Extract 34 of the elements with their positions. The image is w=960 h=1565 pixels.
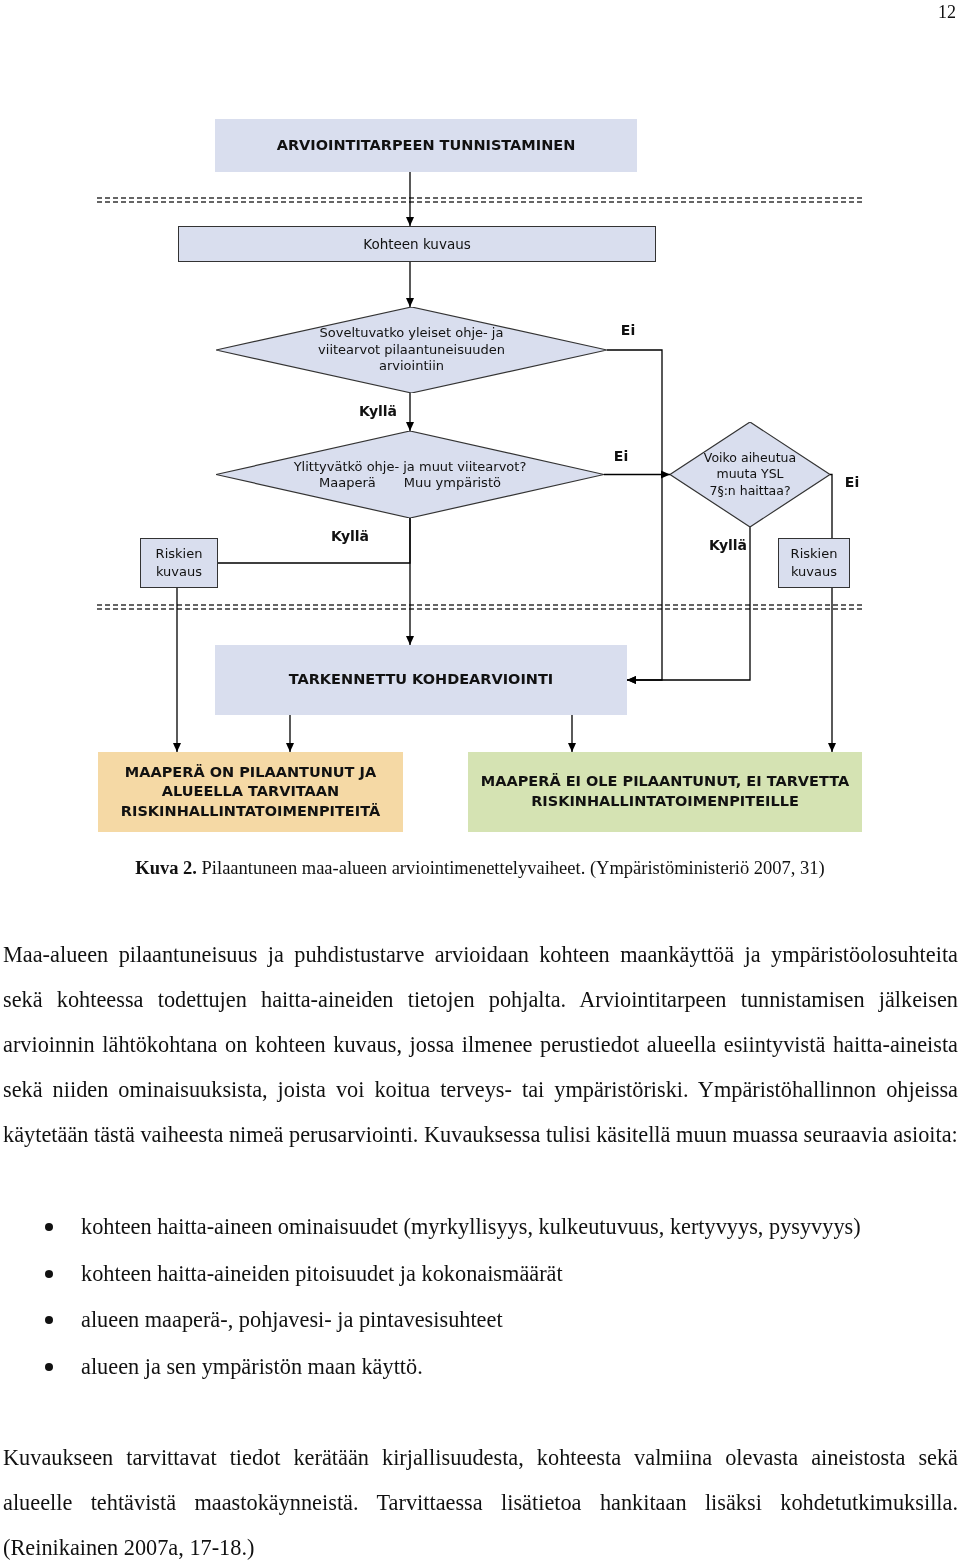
question-text: Soveltuvatko yleiset ohje- ja viitearvot pilaantuneisuuden arviointiin (317, 324, 506, 376)
question-text: Voiko aiheutua muuta YSL 7§:n haittaa? (702, 450, 798, 499)
process-box: MAAPERÄ ON PILAANTUNUT JA ALUEELLA TARVITAAN RISKINHALLINTATOIMENPITEITÄ (98, 752, 403, 832)
arrow (406, 261, 414, 308)
option-text: Muu ympäristö (403, 475, 501, 491)
process-box: Riskien kuvaus (778, 538, 850, 588)
arrow (828, 587, 836, 753)
arrow (406, 171, 414, 227)
bullet-text: kohteen haitta-aineiden pitoisuudet ja kokonaismäärät (81, 1259, 564, 1288)
arrow (568, 714, 576, 753)
decision-diamond (670, 422, 830, 527)
arrow (406, 392, 414, 432)
arrow (603, 470, 671, 479)
decision-diamond (216, 431, 604, 518)
arrow (173, 587, 181, 753)
process-box: TARKENNETTU KOHDEARVIOINTI (215, 645, 627, 715)
bullet-text: alueen ja sen ympäristön maan käyttö. (81, 1352, 424, 1381)
figure-caption: Kuva 2. Pilaantuneen maa-alueen arviointimenettelyvaiheet. (Ympäristöministeriö 2007, 31) (134, 858, 826, 879)
arrow (626, 526, 751, 684)
option-text: Maaperä (319, 475, 376, 491)
process-box: Kohteen kuvaus (178, 226, 656, 262)
process-box: ARVIOINTITARPEEN TUNNISTAMINEN (215, 119, 637, 172)
question-text: Ylittyvätkö ohje- ja muut viitearvot? (292, 458, 528, 476)
connector-line (217, 517, 411, 564)
page-number: 12 (938, 2, 956, 23)
bullet-text: alueen maaperä-, pohjavesi- ja pintavesisuhteet (81, 1306, 504, 1334)
bullet-text: kohteen haitta-aineen ominaisuudet (myrkyllisyys, kulkeutuvuus, kertyvyys, pysyvyys) (81, 1213, 862, 1241)
arrow (286, 714, 294, 753)
process-box: MAAPERÄ EI OLE PILAANTUNUT, EI TARVETTA RISKINHALLINTATOIMENPITEILLE (468, 752, 862, 832)
connector-line (829, 473, 833, 539)
process-box: Riskien kuvaus (140, 538, 218, 588)
body-paragraph: Kuvaukseen tarvittavat tiedot kerätään kirjallisuudesta, kohteesta valmiina olevasta aineistosta sekä alueelle tehtävistä maastokäynneistä. Tarvittaessa lisätietoa hankitaan lisäksi kohdetutkimuksilla. (Reinikainen 2007a, 17-18.) (3, 1444, 958, 1562)
decision-diamond (216, 307, 607, 393)
body-paragraph: Maa-alueen pilaantuneisuus ja puhdistustarve arvioidaan kohteen maankäyttöä ja ympäristöolosuhteita sekä kohteessa todettujen haitta-aineiden tietojen pohjalta. Arviointitarpeen tunnistamisen jälkeisen arvioinnin lähtökohtana on kohteen kuvaus, jossa ilmenee perustiedot alueella esiintyvistä haitta-aineista sekä niiden ominaisuuksista, joista voi koitua terveys- tai ympäristöriski. Ympäristöhallinnon ohjeissa käytetään tästä vaiheesta nimeä perusarviointi. Kuvauksessa tulisi käsitellä muun muassa seuraavia asioita: (3, 941, 958, 1149)
